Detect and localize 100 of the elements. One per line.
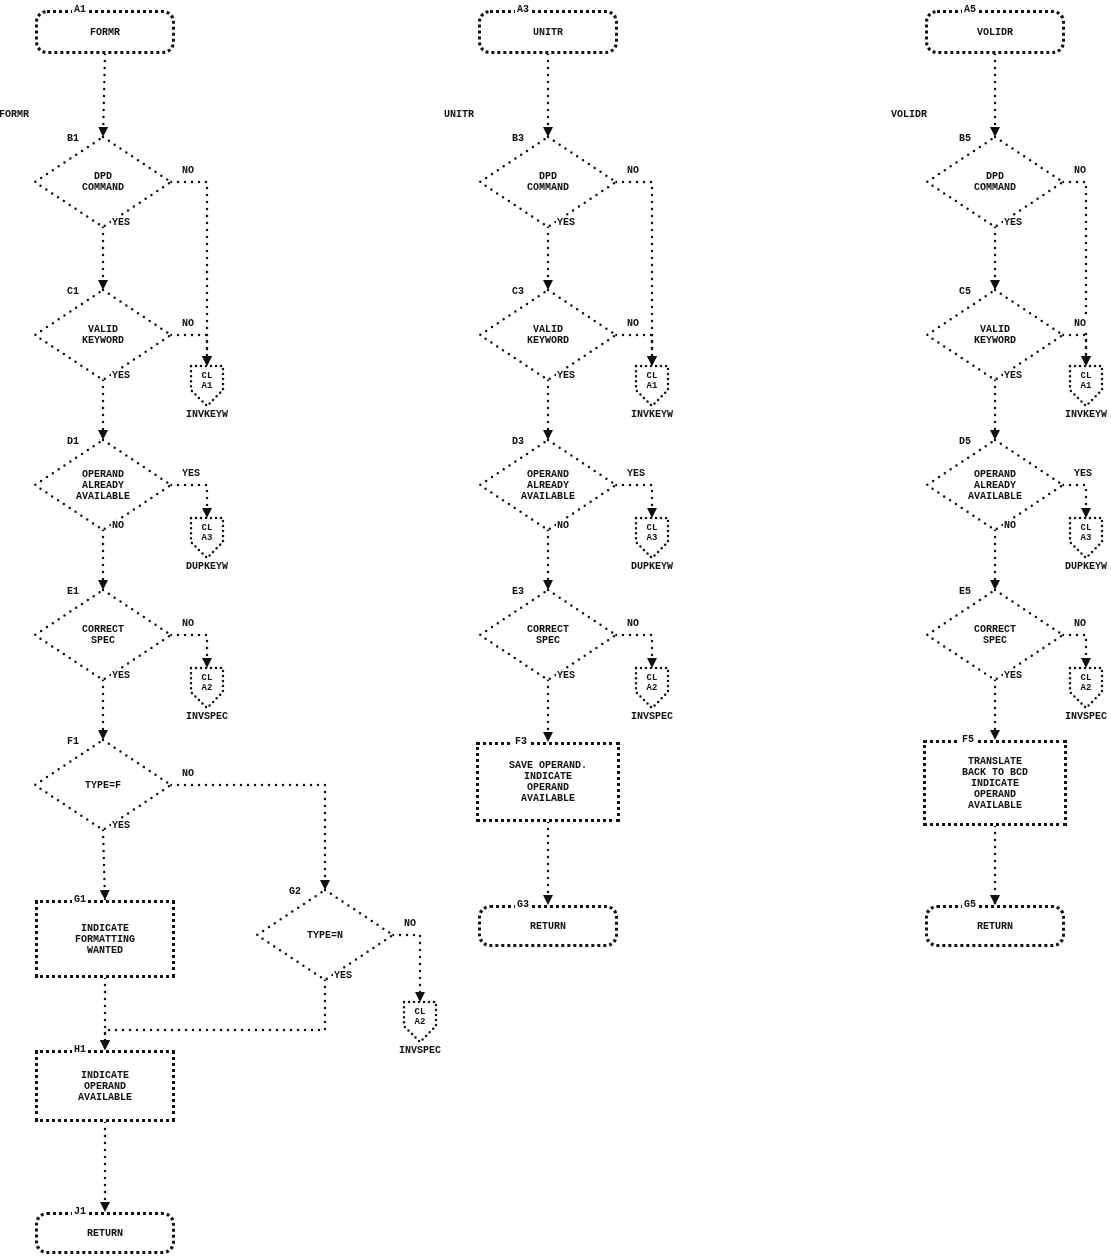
- block-id: D3: [510, 436, 526, 447]
- connector: [98, 52, 109, 139]
- block-id: F5: [960, 734, 976, 745]
- node-text: TYPE=F: [85, 779, 121, 791]
- node-text: VALID KEYWORD: [526, 324, 570, 346]
- entry-label: FORMR: [0, 109, 29, 120]
- block-id: F3: [513, 736, 529, 747]
- connector-name: DUPKEYW: [630, 561, 674, 572]
- block-id: H1: [72, 1044, 88, 1055]
- connector-name: INVKEYW: [630, 409, 674, 420]
- node-text: RETURN: [977, 920, 1013, 932]
- block-id: B1: [65, 133, 81, 144]
- edge-label: NO: [111, 520, 125, 531]
- edge-label: YES: [111, 370, 131, 381]
- block-id: C1: [65, 286, 81, 297]
- connector-name: INVSPEC: [185, 711, 229, 722]
- block-id: B5: [957, 133, 973, 144]
- node-text: RETURN: [87, 1227, 123, 1239]
- edge-label: YES: [556, 217, 576, 228]
- node-text: VALID KEYWORD: [81, 324, 125, 346]
- block-id: G1: [72, 894, 88, 905]
- node-text: DPD COMMAND: [81, 171, 125, 193]
- entry-label: UNITR: [444, 109, 474, 120]
- entry-label: VOLIDR: [891, 109, 927, 120]
- block-id: E1: [65, 586, 81, 597]
- connector: [169, 783, 330, 892]
- connector-text: CL A1: [1080, 371, 1092, 391]
- connector: [990, 824, 1000, 907]
- edge-label: YES: [333, 970, 353, 981]
- connector-text: CL A3: [646, 523, 658, 543]
- edge-label: YES: [1073, 468, 1093, 479]
- node-text: UNITR: [533, 26, 563, 38]
- node-text: OPERAND ALREADY AVAILABLE: [967, 468, 1023, 502]
- edge-label: NO: [1003, 520, 1017, 531]
- block-id: E3: [510, 586, 526, 597]
- edge-label: YES: [556, 370, 576, 381]
- connector-text: CL A2: [646, 673, 658, 693]
- connector-text: CL A1: [201, 371, 213, 391]
- connector-text: CL A3: [1080, 523, 1092, 543]
- edge-label: YES: [626, 468, 646, 479]
- connector-text: CL A2: [201, 673, 213, 693]
- connector-name: INVKEYW: [185, 409, 229, 420]
- node-text: CORRECT SPEC: [973, 624, 1017, 646]
- connector: [543, 820, 553, 907]
- connector-name: INVKEYW: [1064, 409, 1108, 420]
- block-id: A1: [72, 4, 88, 15]
- connector: [100, 1120, 110, 1214]
- connector: [543, 52, 553, 139]
- node-text: TRANSLATE BACK TO BCD INDICATE OPERAND AVAILABLE: [961, 755, 1029, 811]
- block-id: G5: [962, 899, 978, 910]
- node-text: CORRECT SPEC: [526, 624, 570, 646]
- node-text: OPERAND ALREADY AVAILABLE: [520, 468, 576, 502]
- node-text: VOLIDR: [977, 26, 1013, 38]
- connector-text: CL A2: [1080, 673, 1092, 693]
- edge-label: YES: [1003, 217, 1023, 228]
- edge-label: YES: [1003, 370, 1023, 381]
- connector-name: INVSPEC: [630, 711, 674, 722]
- node-text: DPD COMMAND: [973, 171, 1017, 193]
- edge-label: NO: [181, 318, 195, 329]
- edge-label: NO: [626, 165, 640, 176]
- edge-label: NO: [181, 768, 195, 779]
- edge-label: YES: [111, 670, 131, 681]
- node-text: INDICATE FORMATTING WANTED: [74, 922, 136, 956]
- node-text: TYPE=N: [307, 929, 343, 941]
- edge-label: NO: [626, 318, 640, 329]
- block-id: F1: [65, 736, 81, 747]
- node-text: SAVE OPERAND. INDICATE OPERAND AVAILABLE: [508, 760, 588, 804]
- node-text: VALID KEYWORD: [973, 324, 1017, 346]
- block-id: E5: [957, 586, 973, 597]
- edge-label: YES: [111, 217, 131, 228]
- connector-text: CL A2: [414, 1007, 426, 1027]
- connector: [990, 52, 1000, 139]
- edge-label: NO: [1073, 165, 1087, 176]
- connector: [100, 976, 110, 1052]
- edge-label: NO: [556, 520, 570, 531]
- connector-text: CL A1: [646, 371, 658, 391]
- block-id: C5: [957, 286, 973, 297]
- block-id: A5: [962, 4, 978, 15]
- edge-label: NO: [403, 918, 417, 929]
- block-id: A3: [515, 4, 531, 15]
- node-text: RETURN: [530, 920, 566, 932]
- edge-label: YES: [1003, 670, 1023, 681]
- connector-name: INVSPEC: [398, 1045, 442, 1056]
- edge-label: YES: [181, 468, 201, 479]
- edge-label: NO: [1073, 318, 1087, 329]
- edge-label: YES: [111, 820, 131, 831]
- block-id: G2: [287, 886, 303, 897]
- connector-name: INVSPEC: [1064, 711, 1108, 722]
- edge-label: NO: [626, 618, 640, 629]
- node-text: FORMR: [90, 26, 120, 38]
- node-text: DPD COMMAND: [526, 171, 570, 193]
- connector-name: DUPKEYW: [1064, 561, 1108, 572]
- block-id: B3: [510, 133, 526, 144]
- block-id: C3: [510, 286, 526, 297]
- block-id: G3: [515, 899, 531, 910]
- block-id: J1: [72, 1206, 88, 1217]
- edge-label: YES: [556, 670, 576, 681]
- node-text: CORRECT SPEC: [81, 624, 125, 646]
- block-id: D5: [957, 436, 973, 447]
- edge-label: NO: [1073, 618, 1087, 629]
